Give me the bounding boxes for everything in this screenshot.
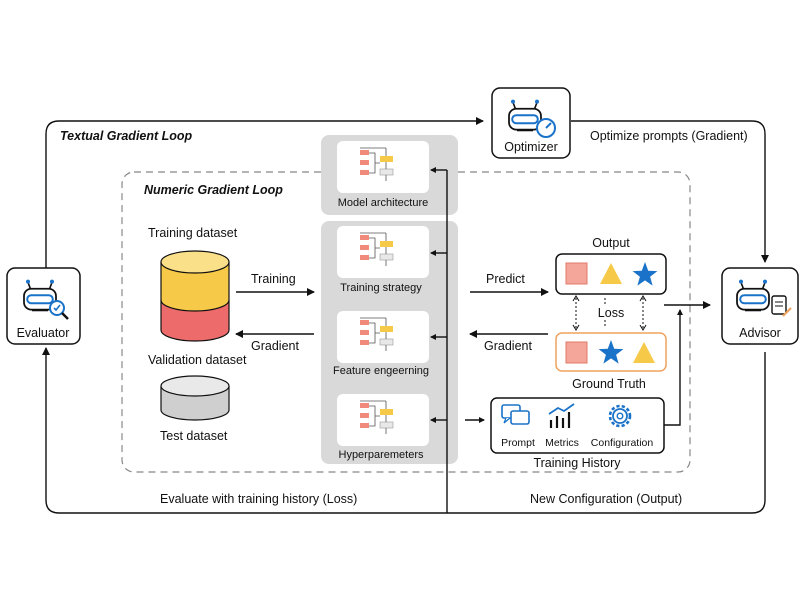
training-history-title: Training History bbox=[533, 456, 621, 470]
optimize-prompts-label: Optimize prompts (Gradient) bbox=[590, 129, 748, 143]
training-history-box[interactable]: Prompt Metrics Configuration bbox=[490, 397, 665, 454]
loss-label: Loss bbox=[598, 306, 624, 320]
magnifier-icon bbox=[49, 300, 69, 320]
gradient-left-label: Gradient bbox=[251, 339, 299, 353]
predict-label: Predict bbox=[486, 272, 525, 286]
ground-truth-title: Ground Truth bbox=[572, 377, 646, 391]
evaluator-label: Evaluator bbox=[17, 326, 70, 340]
training-label: Training bbox=[251, 272, 296, 286]
square-icon bbox=[565, 341, 588, 364]
numeric-loop-box bbox=[121, 171, 691, 473]
history-item-metrics: Metrics bbox=[545, 437, 579, 449]
dataset-cylinder bbox=[160, 250, 230, 342]
square-icon bbox=[565, 262, 588, 285]
module-hyperparameters[interactable]: Hyperparemeters bbox=[337, 394, 429, 461]
advisor-node[interactable]: Advisor bbox=[721, 267, 799, 345]
numeric-loop-label: Numeric Gradient Loop bbox=[144, 183, 283, 197]
optimizer-label: Optimizer bbox=[504, 140, 557, 154]
chart-icon bbox=[548, 403, 575, 428]
module-training-strategy[interactable]: Training strategy bbox=[337, 226, 429, 294]
edge-optimizer-to-advisor bbox=[571, 120, 769, 263]
ground-truth-box[interactable] bbox=[555, 332, 667, 372]
loss-arrows bbox=[572, 295, 647, 331]
output-title: Output bbox=[592, 236, 630, 250]
document-icon bbox=[771, 295, 792, 317]
chat-icon bbox=[501, 404, 530, 425]
training-dataset-label: Training dataset bbox=[148, 226, 238, 240]
gear-icon bbox=[608, 404, 632, 428]
validation-dataset-label: Validation dataset bbox=[148, 353, 247, 367]
new-configuration-label: New Configuration (Output) bbox=[530, 492, 682, 506]
advisor-label: Advisor bbox=[739, 326, 781, 340]
textual-loop-label: Textual Gradient Loop bbox=[60, 129, 193, 143]
history-item-prompt: Prompt bbox=[501, 437, 535, 449]
test-dataset-cylinder bbox=[160, 375, 230, 421]
evaluate-history-label: Evaluate with training history (Loss) bbox=[160, 492, 357, 506]
star-icon bbox=[632, 262, 658, 286]
edge-evaluator-to-optimizer bbox=[45, 117, 484, 270]
module-model-architecture[interactable]: Model architecture bbox=[337, 141, 429, 209]
gradient-right-label: Gradient bbox=[484, 339, 532, 353]
star-icon bbox=[598, 340, 624, 364]
module-feature-engineering[interactable]: Feature engeerning bbox=[333, 311, 429, 377]
test-dataset-label: Test dataset bbox=[160, 429, 228, 443]
history-to-advisor-arrow bbox=[664, 309, 683, 426]
evaluator-node[interactable]: Evaluator bbox=[6, 267, 81, 345]
history-item-configuration: Configuration bbox=[591, 437, 654, 449]
triangle-icon bbox=[600, 263, 622, 284]
output-box[interactable] bbox=[555, 253, 667, 295]
edge-advisor-to-evaluator bbox=[42, 347, 766, 514]
gauge-icon bbox=[536, 118, 556, 138]
model-architecture-label: Model architecture bbox=[338, 197, 429, 209]
triangle-icon bbox=[633, 342, 655, 363]
optimizer-node[interactable]: Optimizer bbox=[491, 87, 571, 159]
hyperparameters-label: Hyperparemeters bbox=[339, 449, 424, 461]
feature-engineering-label: Feature engeerning bbox=[333, 365, 429, 377]
training-strategy-label: Training strategy bbox=[340, 282, 422, 294]
